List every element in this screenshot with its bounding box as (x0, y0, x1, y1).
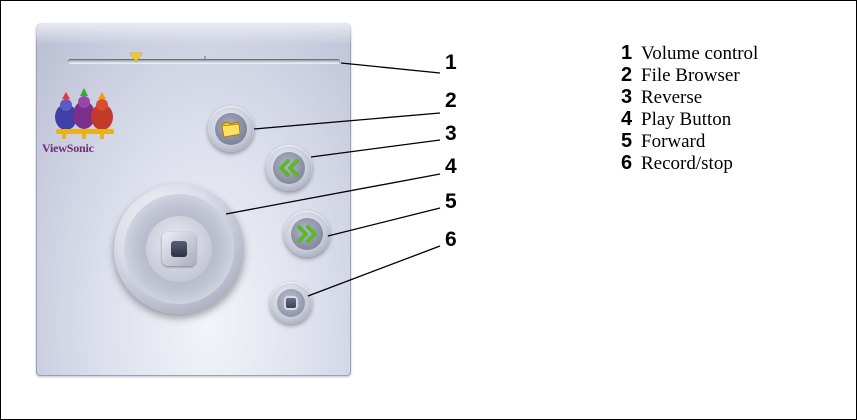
play-button-ring (124, 194, 234, 304)
logo-bird-left (55, 104, 77, 130)
file-browser-button-face (215, 113, 247, 145)
legend-label: File Browser (641, 65, 740, 86)
stop-square-icon (162, 232, 196, 266)
record-stop-button[interactable] (270, 282, 312, 324)
callout-number-6: 6 (445, 228, 457, 251)
volume-center-tick (204, 56, 206, 59)
callout-number-5: 5 (445, 190, 457, 213)
forward-button[interactable] (284, 211, 330, 257)
legend-number: 5 (621, 130, 633, 152)
legend-item: 1 Volume control (621, 42, 758, 64)
legend-item: 2 File Browser (621, 64, 758, 86)
viewsonic-birds-logo (55, 88, 114, 139)
record-stop-button-face (277, 289, 305, 317)
forward-button-face (291, 218, 323, 250)
logo-bird-center (73, 101, 95, 129)
double-chevron-right-icon (297, 225, 317, 243)
record-square-icon (286, 298, 296, 308)
legend-number: 1 (621, 42, 633, 64)
file-browser-button[interactable] (208, 106, 254, 152)
legend-label: Record/stop (641, 153, 733, 174)
legend-number: 2 (621, 64, 633, 86)
legend-number: 4 (621, 108, 633, 130)
legend-item: 4 Play Button (621, 108, 758, 130)
play-button-face (146, 216, 212, 282)
legend-list: 1 Volume control 2 File Browser 3 Reverse 4… (621, 42, 758, 174)
volume-track[interactable] (68, 59, 340, 64)
panel-highlight (36, 23, 351, 45)
legend-label: Reverse (641, 87, 703, 108)
logo-bird-right (91, 104, 113, 130)
folder-icon (221, 121, 241, 138)
player-panel: ViewSonic (36, 23, 351, 376)
legend-number: 3 (621, 86, 633, 108)
callout-number-4: 4 (445, 155, 457, 178)
reverse-button[interactable] (266, 145, 312, 191)
callout-number-3: 3 (445, 122, 457, 145)
callout-number-1: 1 (445, 51, 457, 74)
double-chevron-left-icon (279, 159, 299, 177)
reverse-button-face (273, 152, 305, 184)
legend-number: 6 (621, 152, 633, 174)
callout-number-2: 2 (445, 89, 457, 112)
legend-label: Volume control (641, 43, 759, 64)
legend-label: Play Button (641, 109, 732, 130)
legend-item: 3 Reverse (621, 86, 758, 108)
legend-item: 5 Forward (621, 130, 758, 152)
legend-item: 6 Record/stop (621, 152, 758, 174)
viewsonic-logo-text: ViewSonic (42, 141, 94, 155)
legend-label: Forward (641, 131, 706, 152)
volume-thumb[interactable] (130, 53, 142, 62)
play-button[interactable] (114, 184, 244, 314)
